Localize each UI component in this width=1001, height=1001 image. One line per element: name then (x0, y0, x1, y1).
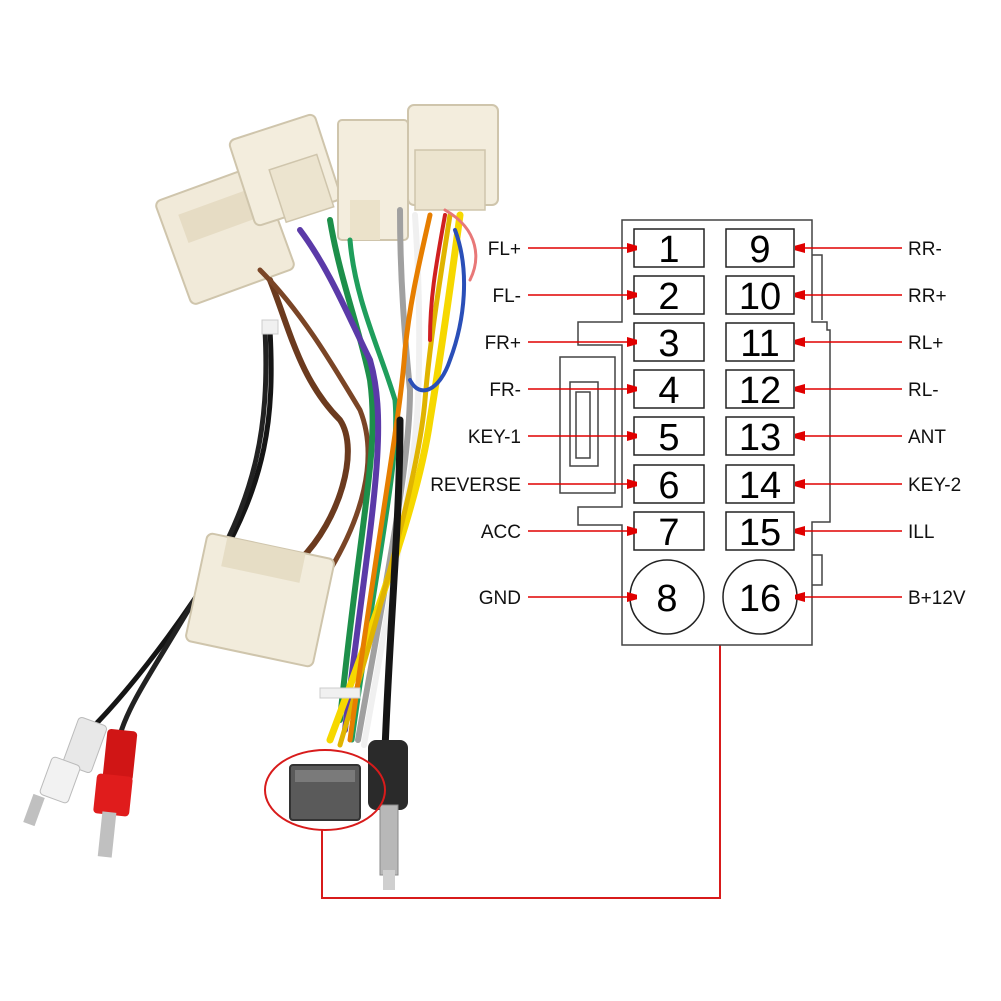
signal-label-8: GND (479, 588, 521, 609)
pin-7-number: 7 (658, 512, 679, 554)
pin-2-number: 2 (658, 276, 679, 318)
signal-label-9: RR- (908, 239, 942, 260)
pin-2-box (633, 275, 705, 315)
pin-9-number: 9 (749, 229, 770, 271)
pin-12-box (725, 369, 795, 409)
pin-4-box (633, 369, 705, 409)
cable-tie (319, 687, 361, 699)
pin-9-box (725, 228, 795, 268)
signal-label-15: ILL (908, 522, 934, 543)
signal-label-1: FL+ (488, 239, 521, 260)
pin-7-box (633, 511, 705, 551)
pin-14-number: 14 (739, 465, 781, 507)
antenna-plug (368, 740, 408, 890)
signal-label-6: REVERSE (430, 475, 521, 496)
pin-13-number: 13 (739, 417, 781, 459)
pin-5-box (633, 416, 705, 456)
pin-10-box (725, 275, 795, 315)
pin-1-number: 1 (658, 229, 679, 271)
signal-label-3: FR+ (485, 333, 521, 354)
harness-connector-top-2 (228, 113, 342, 227)
signal-label-4: FR- (489, 380, 521, 401)
pin-14-box (725, 464, 795, 504)
pin-5-number: 5 (658, 417, 679, 459)
signal-arrows (528, 248, 902, 597)
pin-12-number: 12 (739, 370, 781, 412)
signal-label-16: B+12V (908, 588, 966, 609)
pinout-connector-outline (559, 219, 831, 646)
signal-label-5: KEY-1 (468, 427, 521, 448)
pin-6-number: 6 (658, 465, 679, 507)
pin-11-box (725, 322, 795, 362)
cable-tie (261, 319, 279, 335)
pin-16-number: 16 (739, 578, 781, 620)
wire-bundle (87, 207, 478, 754)
wire-harness-illustration (23, 104, 499, 890)
main-16-pin-plug (289, 764, 361, 821)
pin-15-number: 15 (739, 512, 781, 554)
pin-8-number: 8 (656, 578, 677, 620)
harness-connector-middle (185, 532, 335, 668)
pin-3-number: 3 (658, 323, 679, 365)
signal-label-10: RR+ (908, 286, 947, 307)
harness-connector-top-3 (337, 119, 409, 241)
plug-to-pinout-line (321, 645, 721, 899)
pin-10-number: 10 (739, 276, 781, 318)
plug-highlight-ellipse (264, 749, 386, 831)
signal-label-2: FL- (493, 286, 522, 307)
harness-connector-top-right (407, 104, 499, 211)
pin-15-box (725, 511, 795, 551)
signal-label-11: RL+ (908, 333, 943, 354)
signal-label-14: KEY-2 (908, 475, 961, 496)
pin-4-number: 4 (658, 370, 679, 412)
pin-13-box (725, 416, 795, 456)
rca-plug-white (23, 717, 108, 827)
signal-label-12: RL- (908, 380, 939, 401)
signal-label-7: ACC (481, 522, 521, 543)
rca-plug-red (93, 728, 138, 858)
pin-11-number: 11 (740, 323, 779, 365)
signal-label-13: ANT (908, 427, 946, 448)
